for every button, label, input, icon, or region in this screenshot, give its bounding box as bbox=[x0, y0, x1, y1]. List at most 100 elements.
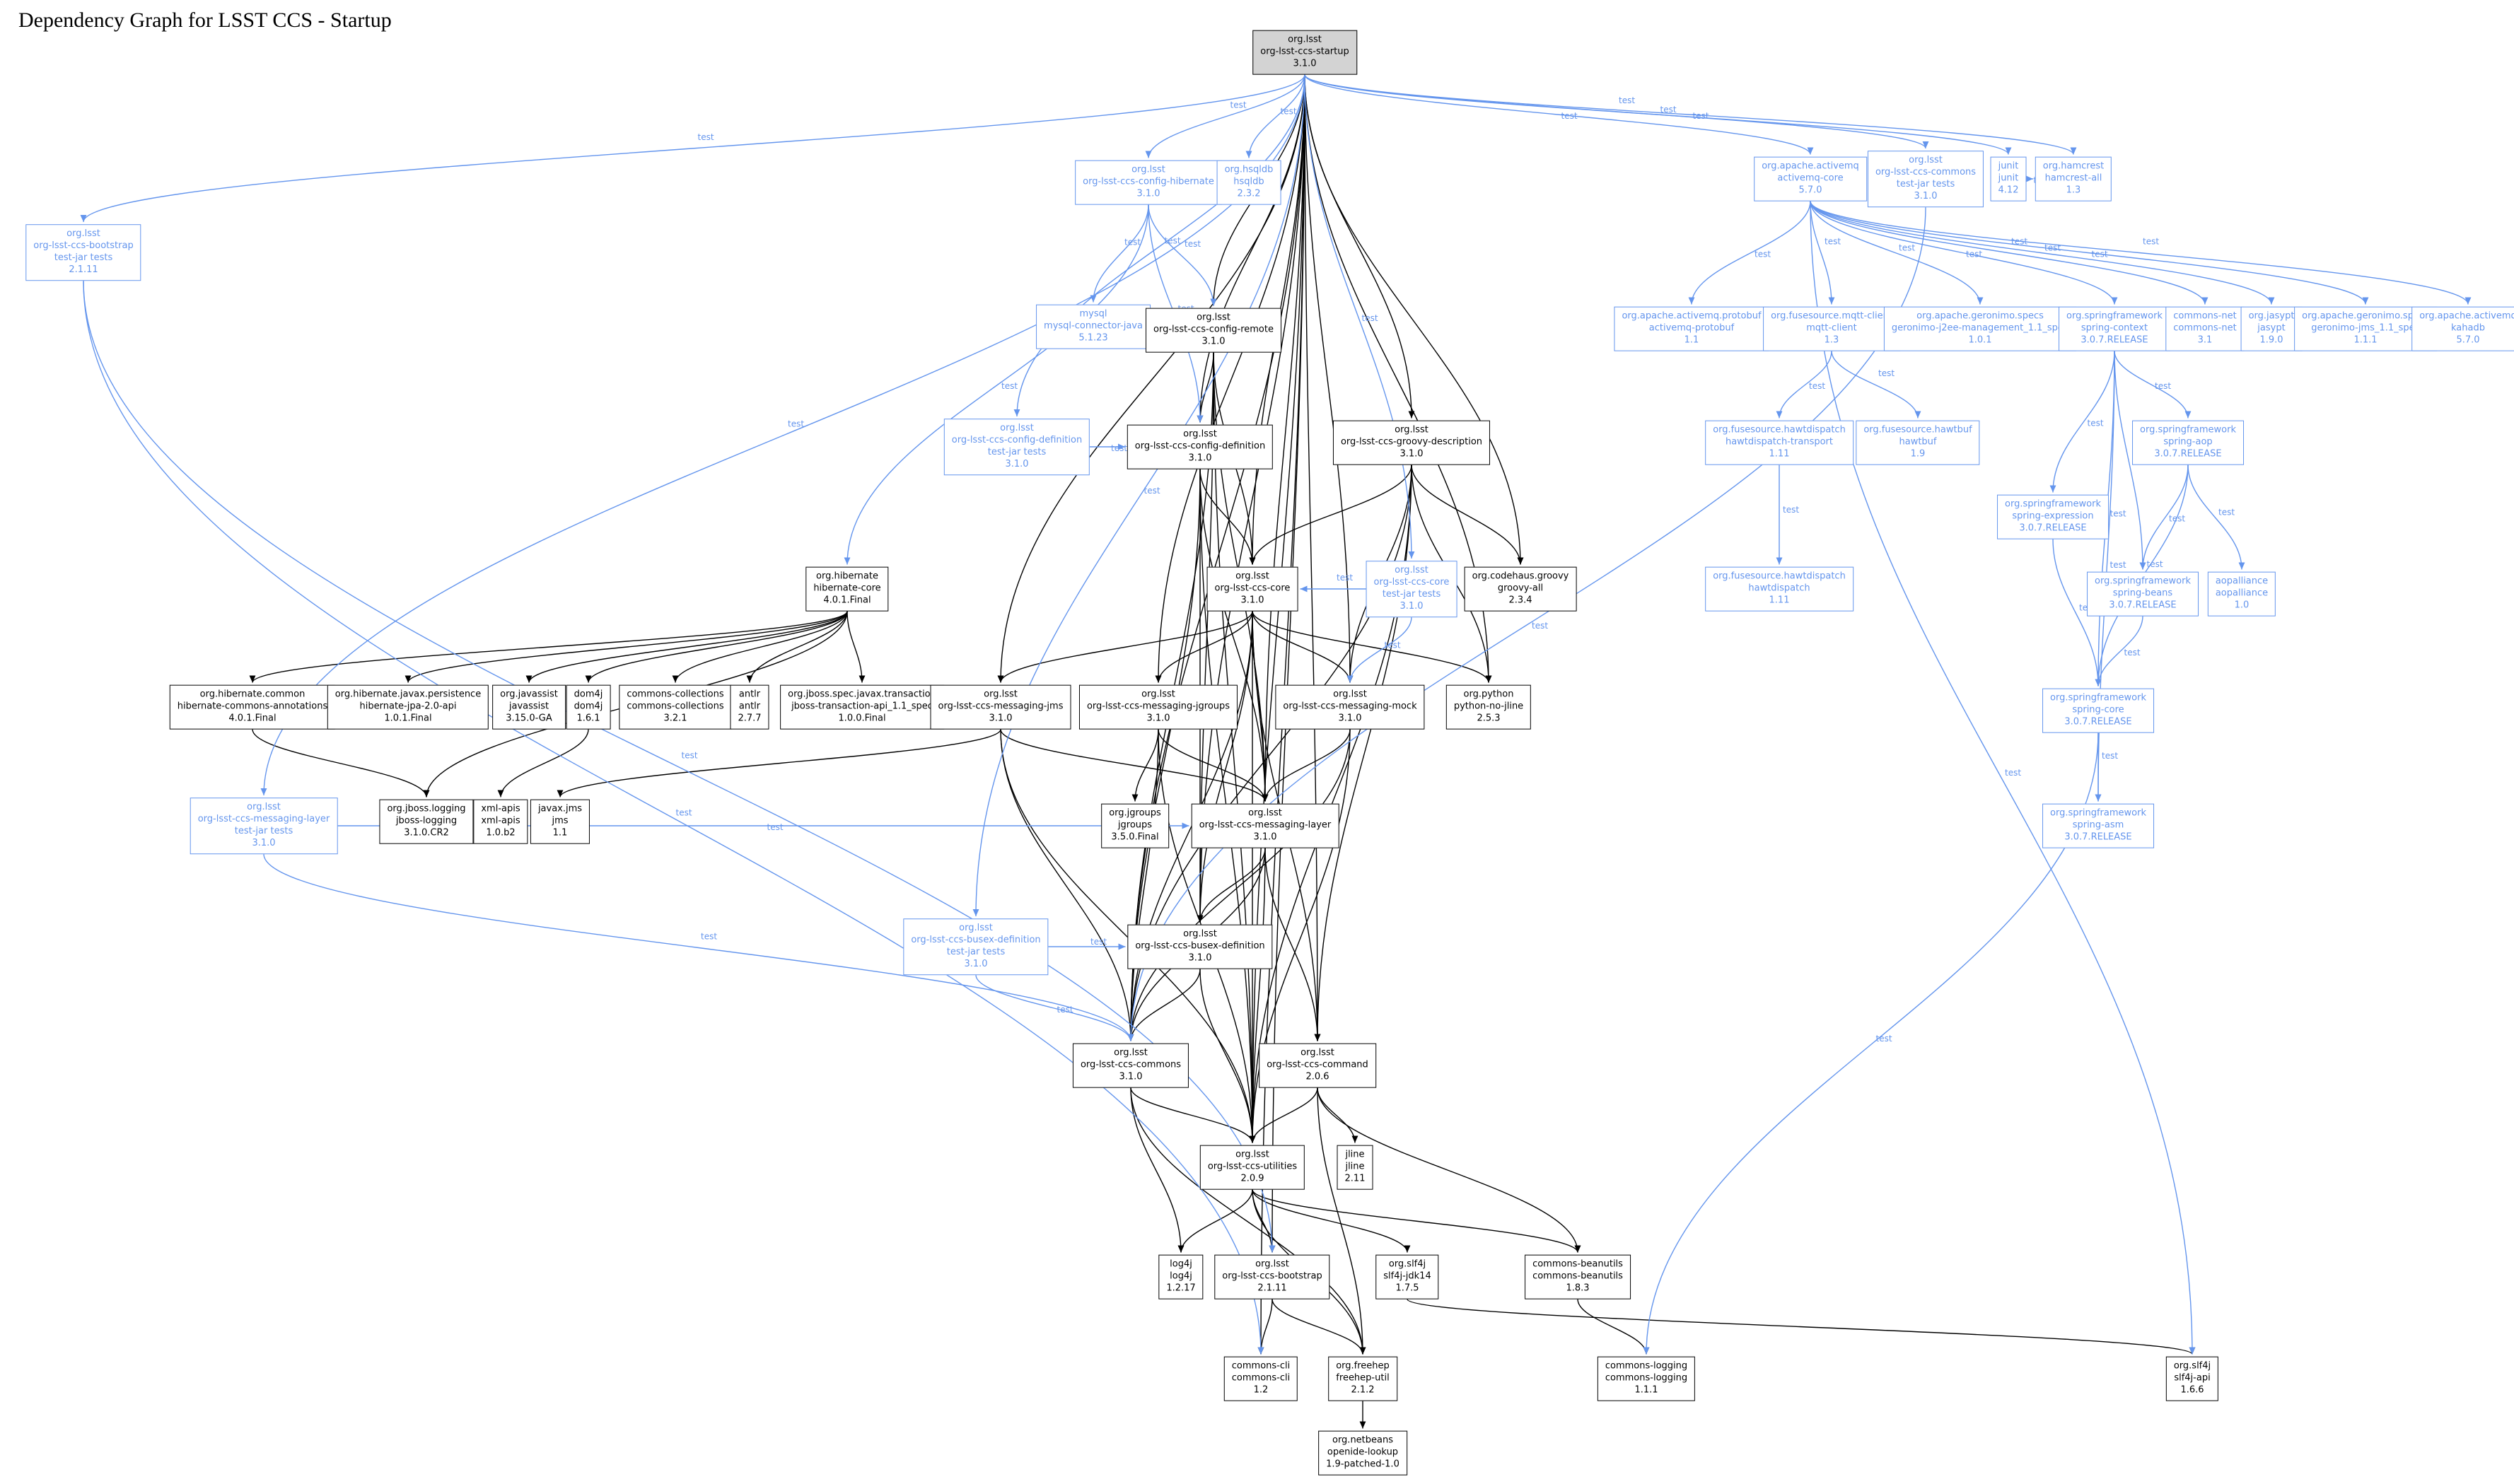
node-label-line: test-jar tests bbox=[234, 826, 293, 836]
node-label-line: hamcrest-all bbox=[2044, 173, 2102, 184]
edge-test-label: test bbox=[1230, 100, 1247, 110]
edge-activemq-core-commons-net bbox=[1810, 201, 2209, 305]
node-label-line: org.lsst bbox=[959, 923, 993, 934]
node-label-line: org.lsst bbox=[1248, 807, 1282, 819]
node-label-line: 1.9 bbox=[1910, 448, 1926, 460]
node-label-line: org.lsst bbox=[1235, 571, 1269, 582]
node-label-line: hibernate-commons-annotations bbox=[177, 701, 328, 712]
node-label-line: 3.2.1 bbox=[663, 713, 687, 724]
node-label-line: org.lsst bbox=[1141, 689, 1175, 700]
node-label-line: org.lsst bbox=[1255, 1258, 1289, 1270]
node-label-line: 1.3 bbox=[2066, 185, 2081, 196]
edge-busex-definition-utilities bbox=[1199, 969, 1256, 1143]
edge-hibernate-core-hibernate-jpa bbox=[405, 611, 848, 683]
edge-startup-config-hibernate bbox=[1145, 74, 1305, 158]
edge-activemq-core-geronimo-mgmt bbox=[1810, 201, 1984, 305]
node-label-line: org.lsst bbox=[1197, 312, 1230, 323]
node-label-line: hibernate-core bbox=[813, 583, 881, 594]
node-label-line: org-lsst-ccs-busex-definition bbox=[911, 935, 1041, 946]
node-label-line: org.springframework bbox=[2140, 424, 2236, 436]
node-label-line: org.apache.activemq bbox=[2419, 310, 2514, 322]
node-label-line: kahadb bbox=[2451, 322, 2485, 334]
edge-hibernate-core-hibernate-annotations bbox=[249, 611, 848, 683]
node-label-line: hawtdispatch-transport bbox=[1725, 436, 1834, 448]
node-label-line: 1.2 bbox=[1253, 1384, 1269, 1396]
edge-utilities-log4j bbox=[1177, 1189, 1253, 1253]
edge-busex-definition-ccs-commons bbox=[1127, 969, 1201, 1041]
edge-config-hibernate-mysql bbox=[1090, 204, 1149, 303]
node-label-line: 4.0.1.Final bbox=[823, 595, 871, 606]
node-label-line: 3.1.0 bbox=[1293, 58, 1317, 69]
node-label-line: org.lsst bbox=[66, 228, 100, 240]
edge-startup-busex-tests bbox=[972, 74, 1305, 917]
node-label-line: 3.1.0 bbox=[1914, 190, 1938, 201]
node-label-line: 2.11 bbox=[1344, 1173, 1366, 1184]
edge-test-label: test bbox=[1124, 238, 1141, 247]
edge-messaging-layer-command bbox=[1264, 848, 1321, 1041]
edge-ccs-commons-utilities bbox=[1130, 1087, 1256, 1143]
node-label-line: org-lsst-ccs-config-definition bbox=[1134, 440, 1266, 452]
edge-test-label: test bbox=[1057, 1005, 1073, 1015]
edge-test-label: test bbox=[1281, 107, 1297, 117]
edge-test-label: test bbox=[1561, 111, 1578, 121]
edge-spring-beans-spring-core bbox=[2095, 616, 2143, 687]
node-label-line: org-lsst-ccs-messaging-layer bbox=[197, 814, 330, 825]
node-label-line: 3.0.7.RELEASE bbox=[2064, 716, 2132, 728]
edge-messaging-jgroups-messaging-layer bbox=[1158, 729, 1269, 802]
edge-startup-messaging-jms bbox=[997, 74, 1305, 683]
edge-messaging-jms-messaging-layer bbox=[1000, 729, 1269, 802]
edge-activemq-core-mqtt-client bbox=[1810, 201, 1835, 305]
edge-test-label: test bbox=[1111, 443, 1127, 453]
edge-commons-beanutils-commons-logging bbox=[1577, 1299, 1650, 1355]
node-label-line: 3.1.0 bbox=[1005, 458, 1029, 469]
node-label-line: org.jboss.logging bbox=[387, 803, 466, 814]
edge-startup-junit bbox=[1304, 74, 2012, 155]
edge-startup-groovy-all bbox=[1304, 74, 1524, 565]
node-label-line: org.codehaus.groovy bbox=[1472, 571, 1569, 582]
node-label-line: org.hsqldb bbox=[1224, 164, 1274, 175]
node-label-line: mqtt-client bbox=[1806, 322, 1857, 334]
node-label-line: org-lsst-ccs-config-hibernate bbox=[1083, 176, 1214, 187]
node-label-line: 4.12 bbox=[1998, 185, 2019, 196]
node-label-line: 1.0 bbox=[2234, 600, 2250, 611]
node-label-line: commons-cli bbox=[1231, 1372, 1291, 1384]
node-label-line: org-lsst-ccs-startup bbox=[1260, 46, 1349, 57]
node-label-line: antlr bbox=[738, 701, 761, 712]
edge-ccs-core-busex-definition bbox=[1197, 611, 1253, 923]
edge-test-label: test bbox=[701, 931, 717, 941]
edge-spring-context-spring-expression bbox=[2049, 351, 2115, 493]
node-label-line: 3.1.0 bbox=[1188, 452, 1212, 464]
node-label-line: freehep-util bbox=[1336, 1372, 1390, 1384]
edge-ccs-core-messaging-layer bbox=[1252, 611, 1269, 802]
node-label-line: 3.1 bbox=[2197, 334, 2213, 346]
node-label-line: org-lsst-ccs-messaging-mock bbox=[1283, 701, 1417, 712]
edge-activemq-core-slf4j-api bbox=[1810, 201, 2196, 1355]
node-label-line: org.fusesource.mqtt-client bbox=[1771, 310, 1892, 322]
edge-messaging-jgroups-ccs-commons bbox=[1127, 729, 1159, 1041]
node-label-line: python-no-jline bbox=[1453, 701, 1524, 712]
edge-groovy-description-command bbox=[1314, 465, 1412, 1041]
edge-config-definition-ccs-core bbox=[1199, 469, 1256, 565]
node-label-line: 3.0.7.RELEASE bbox=[2154, 448, 2222, 460]
edge-hibernate-annotations-jboss-logging bbox=[252, 729, 430, 797]
edge-test-label: test bbox=[2110, 509, 2126, 519]
edge-startup-activemq-core bbox=[1304, 74, 1814, 155]
node-label-line: 3.0.7.RELEASE bbox=[2109, 600, 2177, 611]
node-label-line: aopalliance bbox=[2215, 576, 2269, 587]
